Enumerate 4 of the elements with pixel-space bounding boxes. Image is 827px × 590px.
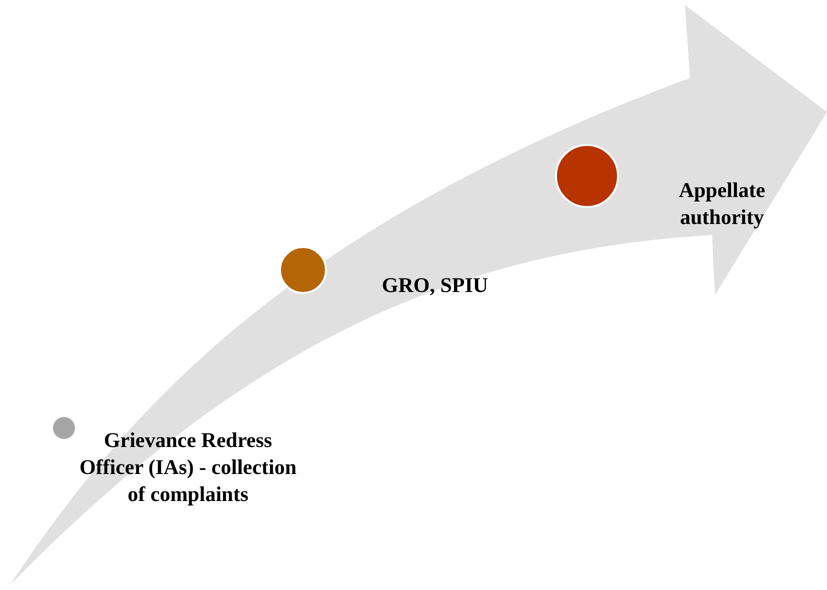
step-label: Appellate authority: [678, 177, 766, 231]
step-label: GRO, SPIU: [380, 272, 490, 299]
step-label: Grievance Redress Officer (IAs) - collection of complaints: [78, 427, 298, 508]
circle-marker: [53, 417, 75, 439]
